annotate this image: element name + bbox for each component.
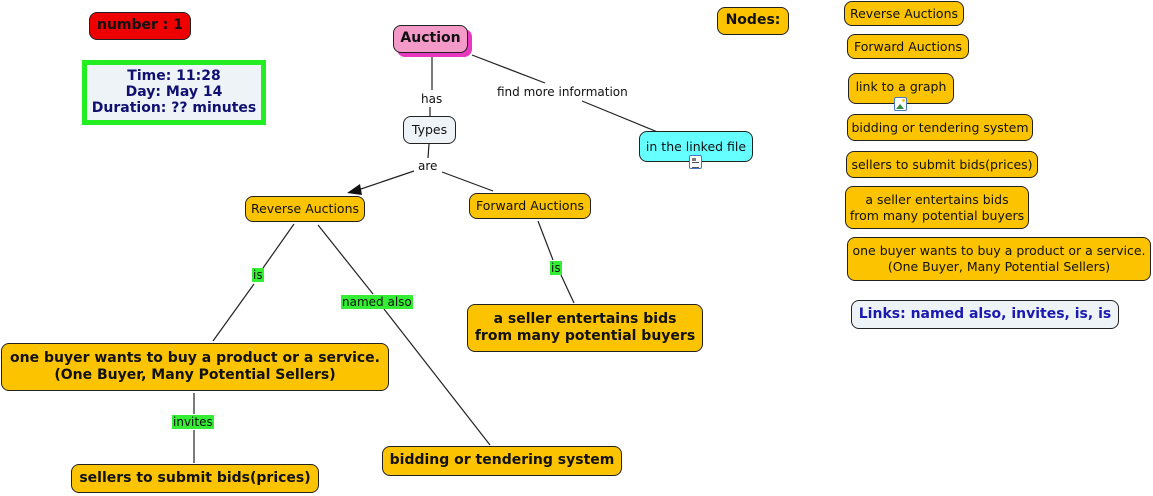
line-forward-is <box>537 220 554 261</box>
forward-auctions-label: Forward Auctions <box>475 198 585 214</box>
seller-entertains-line2: from many potential buyers <box>474 328 696 344</box>
number-badge-label: number : 1 <box>96 17 184 34</box>
arrowhead <box>347 184 362 195</box>
legend-node-label: one buyer wants to buy a product or a se… <box>852 243 1146 259</box>
line-find-linkedfile <box>581 100 661 134</box>
legend-node-reverse[interactable]: Reverse Auctions <box>844 1 964 26</box>
legend-node-sellers[interactable]: sellers to submit bids(prices) <box>846 151 1038 178</box>
legend-node-forward[interactable]: Forward Auctions <box>847 34 969 59</box>
types-label: Types <box>411 122 448 138</box>
line-are-reverse <box>354 170 415 192</box>
bidding-system-node[interactable]: bidding or tendering system <box>382 446 622 476</box>
legend-node-label: Forward Auctions <box>853 38 963 54</box>
legend-node-label: (One Buyer, Many Potential Sellers) <box>887 259 1111 274</box>
one-buyer-node[interactable]: one buyer wants to buy a product or a se… <box>1 343 389 391</box>
info-time: Time: 11:28 <box>127 68 221 84</box>
line-is-sellerentertains <box>560 274 575 304</box>
link-label-is-forward: is <box>550 261 562 275</box>
line-auction-find <box>471 54 546 84</box>
line-reverse-is <box>262 223 295 269</box>
line-are-forward <box>441 171 494 192</box>
reverse-auctions-label: Reverse Auctions <box>250 201 360 217</box>
legend-node-label: bidding or tendering system <box>851 119 1029 135</box>
legend-node-label: a seller entertains bids <box>865 191 1009 207</box>
info-box: Time: 11:28 Day: May 14 Duration: ?? min… <box>82 60 266 125</box>
info-day: Day: May 14 <box>125 84 223 100</box>
seller-entertains-node[interactable]: a seller entertains bids from many poten… <box>467 304 703 352</box>
legend-node-label: sellers to submit bids(prices) <box>851 156 1033 172</box>
one-buyer-line1: one buyer wants to buy a product or a se… <box>10 349 380 366</box>
link-label-is-reverse: is <box>252 268 264 282</box>
forward-auctions-node[interactable]: Forward Auctions <box>469 193 591 219</box>
info-duration: Duration: ?? minutes <box>91 100 257 116</box>
line-is-onebuyer <box>212 283 255 342</box>
legend-node-seller-entertains[interactable]: a seller entertains bids from many poten… <box>845 186 1029 229</box>
auction-label: Auction <box>400 30 461 47</box>
line-reverse-named <box>317 224 374 295</box>
link-label-invites: invites <box>172 415 214 429</box>
linked-file-label: in the linked file <box>645 138 747 154</box>
nodes-legend-title-label: Nodes: <box>725 12 781 29</box>
document-link-icon[interactable] <box>689 155 702 169</box>
legend-node-label: from many potential buyers <box>849 207 1025 223</box>
link-label-are: are <box>417 159 439 173</box>
one-buyer-line2: (One Buyer, Many Potential Sellers) <box>54 367 336 383</box>
image-link-icon[interactable] <box>894 97 907 111</box>
link-label-has: has <box>420 92 444 106</box>
legend-node-label: Reverse Auctions <box>849 5 959 21</box>
sellers-submit-label: sellers to submit bids(prices) <box>79 469 311 486</box>
seller-entertains-line1: a seller entertains bids <box>493 310 677 327</box>
legend-node-label: link to a graph <box>855 79 947 94</box>
nodes-legend-title: Nodes: <box>717 7 789 35</box>
bidding-system-label: bidding or tendering system <box>389 452 615 469</box>
link-label-named-also: named also <box>341 295 413 309</box>
links-legend: Links: named also, invites, is, is <box>851 300 1119 329</box>
number-badge: number : 1 <box>89 12 191 40</box>
sellers-submit-node[interactable]: sellers to submit bids(prices) <box>71 464 319 493</box>
types-node[interactable]: Types <box>403 116 456 144</box>
auction-node[interactable]: Auction <box>393 25 468 53</box>
legend-node-bidding[interactable]: bidding or tendering system <box>847 114 1033 141</box>
links-legend-label: Links: named also, invites, is, is <box>858 305 1112 322</box>
line-named-bidding <box>383 308 491 446</box>
line-types-are <box>427 143 430 159</box>
reverse-auctions-node[interactable]: Reverse Auctions <box>245 196 365 222</box>
legend-node-one-buyer[interactable]: one buyer wants to buy a product or a se… <box>847 237 1151 281</box>
link-label-find-more: find more information <box>496 85 629 99</box>
